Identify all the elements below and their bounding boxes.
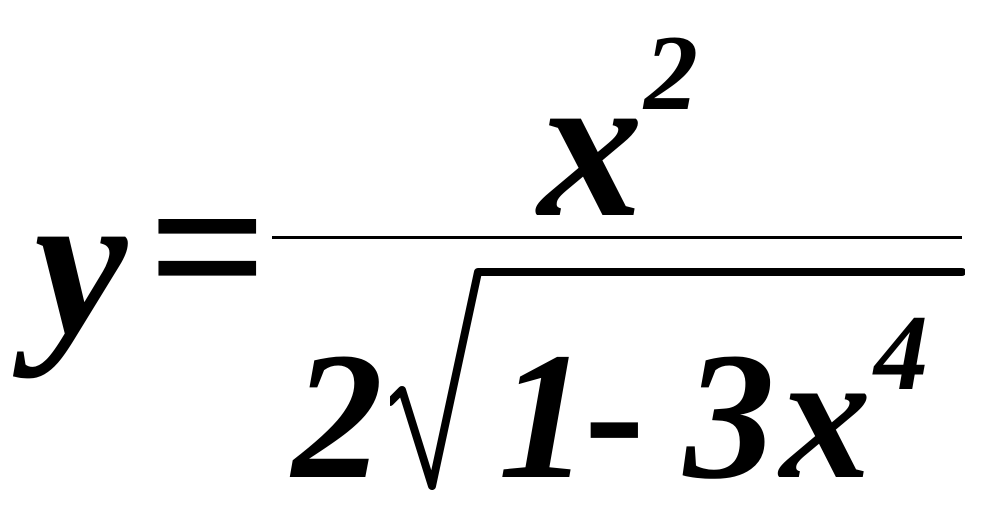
denominator-coefficient: 2 (292, 316, 383, 517)
radicand-one: 1 (498, 316, 589, 517)
fraction-bar (272, 236, 962, 239)
formula-equals-sign: = (148, 131, 268, 363)
formula-lhs-y: y (34, 147, 127, 379)
square-root-sign (390, 268, 965, 490)
numerator-exponent: 2 (644, 14, 698, 133)
radicand-variable-x: x (780, 316, 871, 517)
numerator-base-x: x (538, 29, 643, 261)
radicand-exponent: 4 (874, 294, 928, 413)
radicand-minus-sign: - (584, 312, 645, 513)
radicand-coefficient-three: 3 (684, 316, 775, 517)
